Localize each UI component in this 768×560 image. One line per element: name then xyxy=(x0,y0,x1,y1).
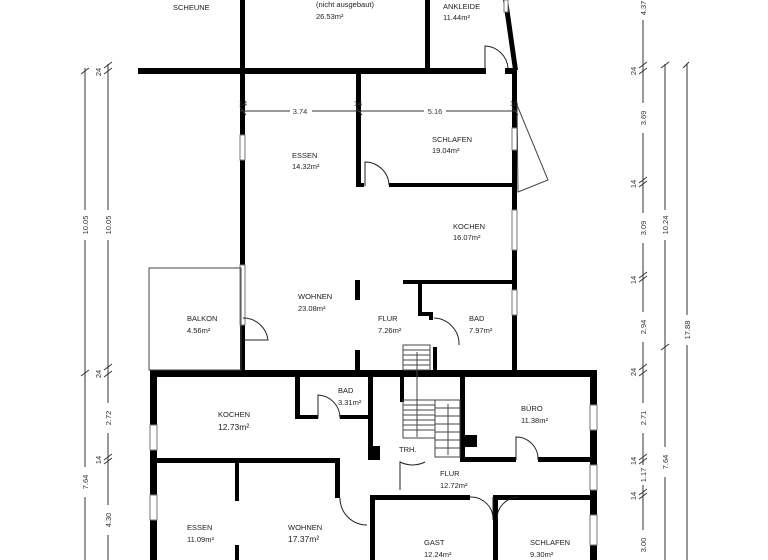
room-buero-name: BÜRO xyxy=(521,404,543,413)
dim-right-inner-3: 14 xyxy=(629,180,638,188)
room-labels: SCHEUNE (nicht ausgebaut) 26.53m² ANKLEI… xyxy=(173,0,570,559)
room-kochen-og-name: KOCHEN xyxy=(453,222,485,231)
dim-left-inner-5: 4.30 xyxy=(104,513,113,528)
room-buero-area: 11.38m² xyxy=(521,416,548,425)
room-essen-eg-name: ESSEN xyxy=(187,523,212,532)
room-bad-eg-name: BAD xyxy=(338,386,354,395)
dim-left-outer-0: 10.05 xyxy=(81,216,90,235)
room-flur-og-area: 7.26m² xyxy=(378,326,402,335)
dim-right-mid-0: 10.24 xyxy=(661,216,670,235)
dimension-right: 4.37 24 3.69 14 3.09 14 2.94 24 2.71 14 … xyxy=(629,0,692,560)
room-flur-eg-area: 12.72m² xyxy=(440,481,468,490)
room-essen-eg-area: 11.09m² xyxy=(187,535,214,544)
dimension-left: 10.05 7.64 24 10.05 24 2.72 14 4.30 xyxy=(80,61,113,560)
dim-right-inner-1: 24 xyxy=(629,67,638,75)
room-wohnen-og-area: 23.08m² xyxy=(298,304,326,313)
room-bad-og-area: 7.97m² xyxy=(469,326,493,335)
room-bad-eg-area: 3.31m² xyxy=(338,398,362,407)
room-kochen-og-area: 16.07m² xyxy=(453,233,481,242)
room-treppenhaus-name: TRH. xyxy=(399,445,417,454)
room-gast-name: GAST xyxy=(424,538,445,547)
room-kochen-eg-name: KOCHEN xyxy=(218,410,250,419)
room-essen-og-area: 14.32m² xyxy=(292,162,320,171)
dim-right-inner-7: 24 xyxy=(629,368,638,376)
dim-left-inner-2: 24 xyxy=(94,370,103,378)
dim-top-span-a: 3.74 xyxy=(293,107,308,116)
room-ankleide-area: 11.44m² xyxy=(443,13,470,22)
room-ankleide-name: ANKLEIDE xyxy=(443,2,480,11)
dim-left-inner-1: 10.05 xyxy=(104,216,113,235)
room-schlafen-og-name: SCHLAFEN xyxy=(432,135,472,144)
room-wohnen-eg-name: WOHNEN xyxy=(288,523,322,532)
room-essen-og-name: ESSEN xyxy=(292,151,317,160)
dim-right-inner-6: 2.94 xyxy=(639,320,648,335)
room-schlafen-og-area: 19.04m² xyxy=(432,146,460,155)
dim-right-inner-12: 3.00 xyxy=(639,538,648,553)
walls xyxy=(138,0,597,560)
room-kochen-eg-area: 12.73m² xyxy=(218,422,249,432)
dim-right-inner-5: 14 xyxy=(629,276,638,284)
dim-right-inner-0: 4.37 xyxy=(639,1,648,16)
dim-right-inner-11: 14 xyxy=(629,492,638,500)
room-dachraum-note: (nicht ausgebaut) xyxy=(316,0,374,9)
room-bad-og-name: BAD xyxy=(469,314,485,323)
room-gast-area: 12.24m² xyxy=(424,550,452,559)
balcony-outline xyxy=(148,267,242,371)
room-scheune-name: SCHEUNE xyxy=(173,3,210,12)
dim-right-mid-1: 7.64 xyxy=(661,455,670,470)
dimension-top: 14 3.74 14 5.16 16 xyxy=(239,99,519,116)
dim-top-wall-b: 14 xyxy=(354,99,362,108)
dim-left-inner-3: 2.72 xyxy=(104,411,113,426)
dim-left-outer-1: 7.64 xyxy=(81,475,90,490)
dim-right-inner-10: 1.17 xyxy=(639,468,648,483)
dim-right-inner-9: 14 xyxy=(629,457,638,465)
dim-right-inner-2: 3.69 xyxy=(639,111,648,126)
room-schlafen-eg-name: SCHLAFEN xyxy=(530,538,570,547)
room-flur-eg-name: FLUR xyxy=(440,469,460,478)
dim-top-wall-c: 16 xyxy=(510,99,518,108)
room-balkon-area: 4.56m² xyxy=(187,326,211,335)
doors xyxy=(242,45,549,526)
room-dachraum-area: 26.53m² xyxy=(316,12,344,21)
room-schlafen-eg-area: 9.30m² xyxy=(530,550,554,559)
dim-right-inner-8: 2.71 xyxy=(639,411,648,426)
room-wohnen-og-name: WOHNEN xyxy=(298,292,332,301)
room-balkon-name: BALKON xyxy=(187,314,217,323)
dim-left-inner-0: 24 xyxy=(94,68,103,76)
dim-right-inner-4: 3.09 xyxy=(639,221,648,236)
room-wohnen-eg-area: 17.37m² xyxy=(288,534,319,544)
staircase xyxy=(402,344,461,458)
dim-left-inner-4: 14 xyxy=(94,456,103,464)
dim-right-outer-0: 17.88 xyxy=(683,321,692,340)
room-flur-og-name: FLUR xyxy=(378,314,398,323)
dim-top-span-b: 5.16 xyxy=(428,107,443,116)
windows xyxy=(149,0,598,546)
dim-top-wall-a: 14 xyxy=(239,99,247,108)
